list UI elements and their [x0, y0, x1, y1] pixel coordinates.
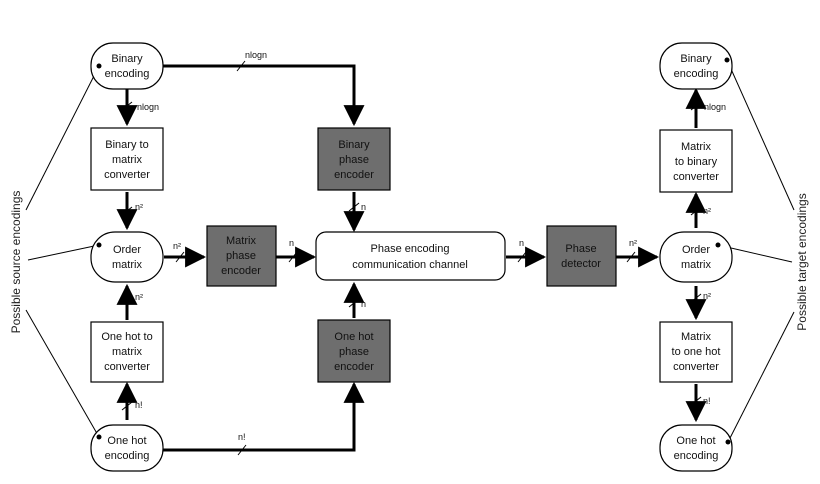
edges — [116, 64, 707, 452]
label-channel-n: n — [519, 238, 524, 248]
svg-text:encoding: encoding — [105, 450, 150, 462]
svg-text:detector: detector — [561, 258, 601, 270]
target-encodings-label: Possible target encodings — [795, 193, 809, 330]
source-bracket-lines — [25, 65, 100, 438]
node-onehot-to-matrix-converter: One hot to matrix converter — [90, 321, 164, 383]
svg-text:converter: converter — [104, 169, 150, 181]
svg-text:One hot to: One hot to — [101, 331, 152, 343]
svg-text:Order: Order — [113, 244, 141, 256]
svg-text:matrix: matrix — [681, 259, 711, 271]
svg-text:One hot: One hot — [334, 331, 373, 343]
edge-binary-to-binary-phase — [162, 64, 365, 127]
svg-text:encoding: encoding — [674, 450, 719, 462]
label-ohp-n: n — [361, 299, 366, 309]
label-left-nlogn: nlogn — [137, 102, 159, 112]
label-top-nlogn: nlogn — [245, 50, 267, 60]
svg-text:phase: phase — [226, 250, 256, 262]
node-communication-channel: Phase encoding communication channel — [315, 231, 506, 281]
svg-text:encoder: encoder — [221, 265, 261, 277]
target-order-dot — [715, 242, 721, 248]
svg-text:Matrix: Matrix — [226, 235, 256, 247]
source-encodings-label: Possible source encodings — [9, 191, 23, 334]
svg-text:Phase: Phase — [565, 243, 596, 255]
node-phase-detector: Phase detector — [546, 225, 617, 287]
node-source-onehot-encoding: One hot encoding — [90, 424, 164, 472]
svg-text:encoding: encoding — [674, 68, 719, 80]
label-detector-n2: n² — [629, 238, 637, 248]
svg-text:encoder: encoder — [334, 361, 374, 373]
svg-text:converter: converter — [673, 171, 719, 183]
node-matrix-to-binary-converter: Matrix to binary converter — [659, 129, 733, 193]
svg-text:matrix: matrix — [112, 154, 142, 166]
svg-text:Binary: Binary — [680, 53, 712, 65]
svg-text:Order: Order — [682, 244, 710, 256]
svg-text:matrix: matrix — [112, 259, 142, 271]
label-right-nfact: n! — [703, 396, 711, 406]
label-left-nfact: n! — [135, 400, 143, 410]
node-binary-to-matrix-converter: Binary to matrix converter — [90, 127, 164, 191]
svg-text:Binary: Binary — [111, 53, 143, 65]
svg-text:Binary to: Binary to — [105, 139, 148, 151]
svg-text:Phase encoding: Phase encoding — [371, 243, 450, 255]
node-source-binary-encoding: Binary encoding — [90, 42, 164, 90]
label-order-n2: n² — [173, 241, 181, 251]
label-mp-n: n — [289, 238, 294, 248]
svg-text:communication channel: communication channel — [352, 259, 468, 271]
node-matrix-phase-encoder: Matrix phase encoder — [206, 225, 277, 287]
target-onehot-dot — [725, 439, 731, 445]
label-left-n2-lower: n² — [135, 292, 143, 302]
label-bp-n: n — [361, 202, 366, 212]
svg-text:phase: phase — [339, 154, 369, 166]
target-binary-dot — [724, 57, 730, 63]
label-right-n2-lower: n² — [703, 291, 711, 301]
node-matrix-to-onehot-converter: Matrix to one hot converter — [659, 321, 733, 383]
svg-text:encoder: encoder — [334, 169, 374, 181]
svg-text:phase: phase — [339, 346, 369, 358]
svg-text:One hot: One hot — [107, 435, 146, 447]
label-bottom-nfact: n! — [238, 432, 246, 442]
svg-text:Binary: Binary — [338, 139, 370, 151]
source-order-dot — [96, 242, 102, 248]
svg-text:converter: converter — [673, 361, 719, 373]
source-onehot-dot — [96, 434, 102, 440]
node-target-order-matrix: Order matrix — [659, 231, 733, 283]
edge-slash-ticks — [121, 60, 702, 456]
svg-text:encoding: encoding — [105, 68, 150, 80]
source-binary-dot — [96, 63, 102, 69]
edge-onehot-to-onehot-phase — [162, 381, 365, 452]
node-target-binary-encoding: Binary encoding — [659, 42, 733, 90]
label-right-nlogn: nlogn — [704, 102, 726, 112]
svg-text:to binary: to binary — [675, 156, 718, 168]
svg-text:Matrix: Matrix — [681, 141, 711, 153]
svg-text:Matrix: Matrix — [681, 331, 711, 343]
svg-text:converter: converter — [104, 361, 150, 373]
svg-text:matrix: matrix — [112, 346, 142, 358]
node-onehot-phase-encoder: One hot phase encoder — [317, 319, 391, 383]
node-binary-phase-encoder: Binary phase encoder — [317, 127, 391, 191]
label-left-n2-upper: n² — [135, 202, 143, 212]
node-source-order-matrix: Order matrix — [90, 231, 164, 283]
edge-labels: nlogn nlogn n² n² n! n! n² n n n n n² n²… — [135, 50, 726, 442]
svg-text:One hot: One hot — [676, 435, 715, 447]
svg-text:to one hot: to one hot — [672, 346, 721, 358]
node-target-onehot-encoding: One hot encoding — [659, 424, 733, 472]
label-right-n2-upper: n² — [703, 206, 711, 216]
